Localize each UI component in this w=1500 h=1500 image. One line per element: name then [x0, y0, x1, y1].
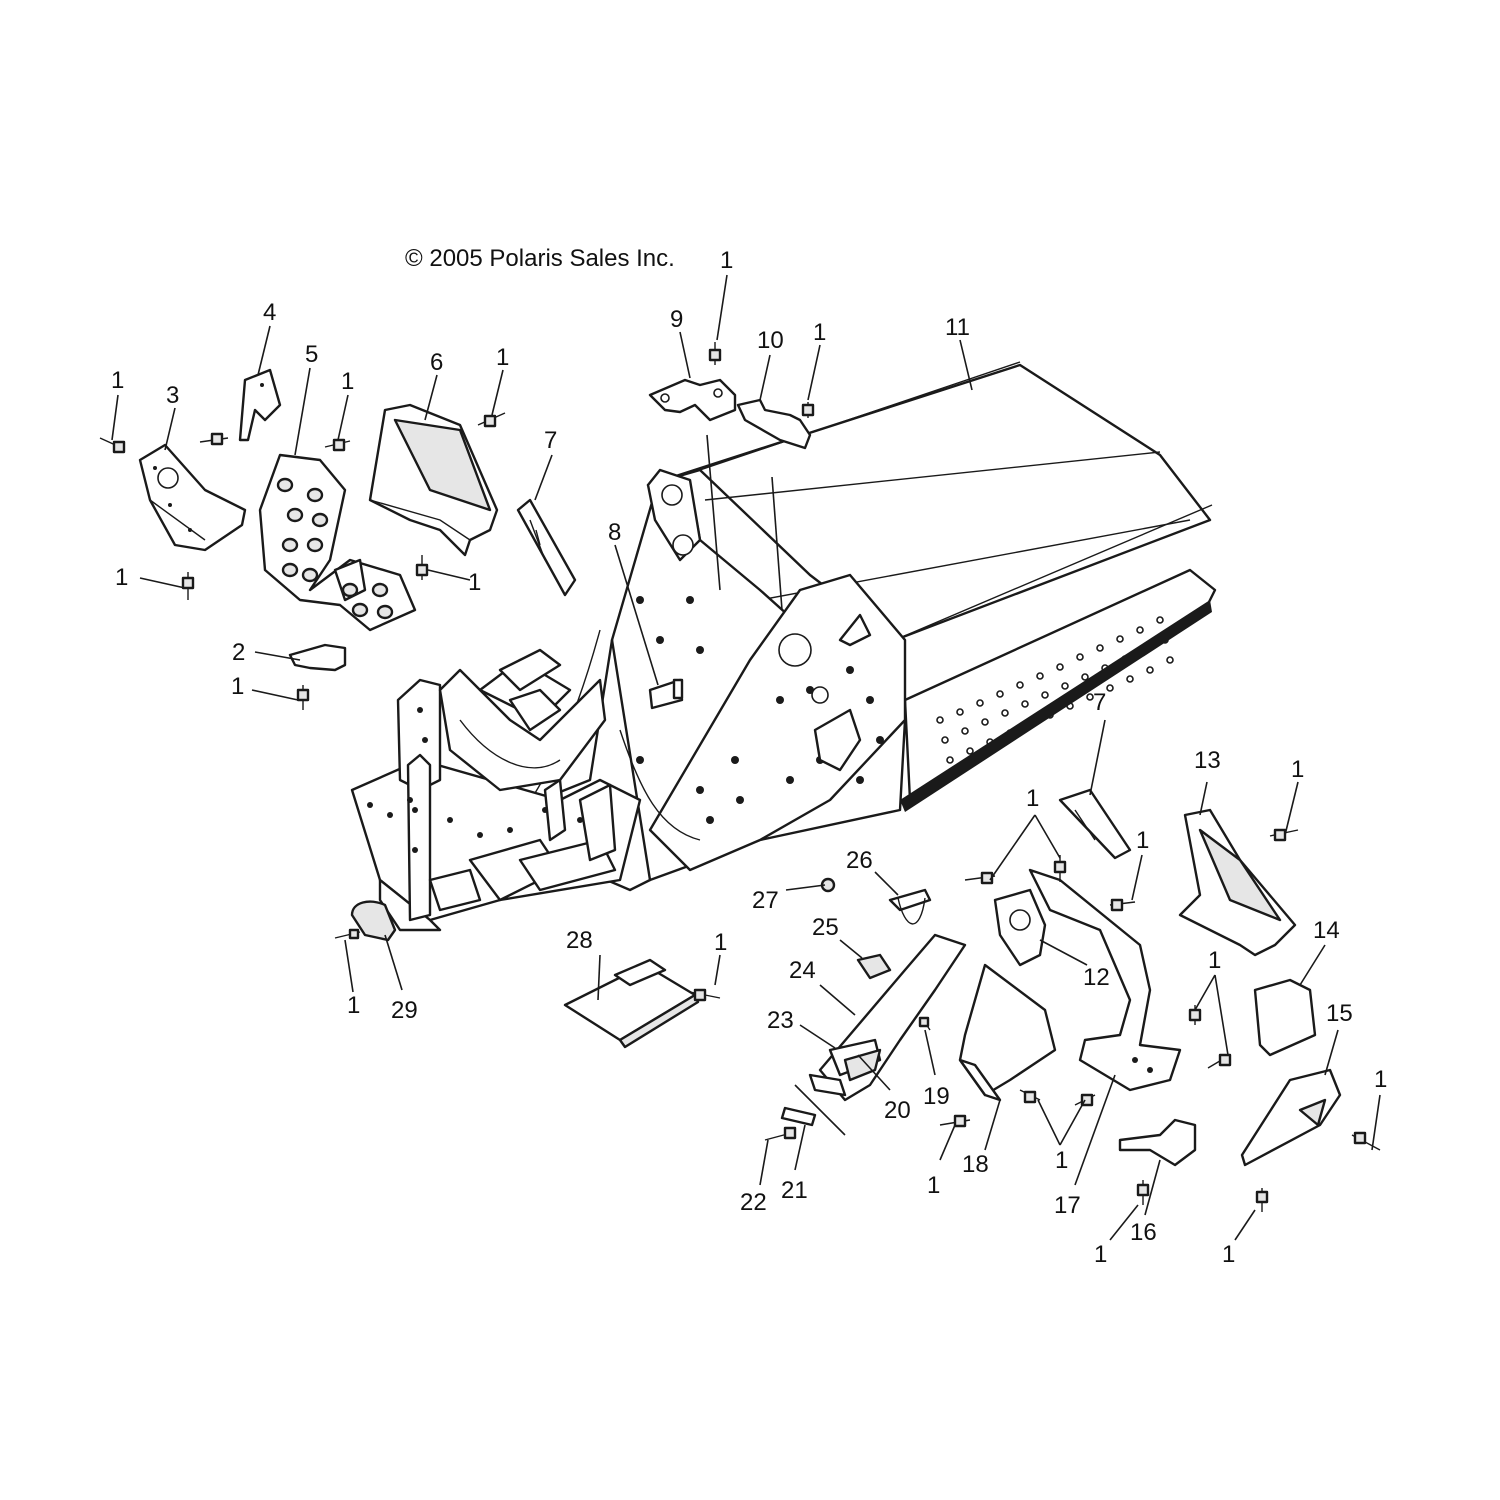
part-7-lower — [1058, 788, 1132, 860]
bulkhead-holes — [636, 596, 884, 824]
callout-27: 27 — [752, 887, 779, 914]
part-14-shield — [1253, 978, 1317, 1057]
callout-19: 19 — [923, 1083, 950, 1110]
part-13-cover — [1178, 808, 1297, 957]
callout-4: 4 — [263, 299, 276, 326]
bolt-8 — [648, 678, 684, 710]
callout-9: 9 — [670, 306, 683, 333]
callout-14: 14 — [1313, 917, 1340, 944]
part-10-bracket — [736, 398, 812, 450]
callout-labels: 1 3 4 5 1 6 1 7 8 9 1 10 1 11 1 1 2 1 1 … — [111, 247, 1387, 1268]
chassis-tunnel — [509, 361, 1217, 892]
callout-1: 1 — [1374, 1066, 1387, 1093]
callout-1: 1 — [1094, 1241, 1107, 1268]
part-26-strap — [888, 888, 932, 925]
part-17-bracket — [1028, 868, 1182, 1092]
part-16-bracket — [1118, 1118, 1197, 1167]
callout-1: 1 — [111, 367, 124, 394]
callout-1: 1 — [714, 929, 727, 956]
callout-1: 1 — [341, 368, 354, 395]
callout-1: 1 — [468, 569, 481, 596]
callout-5: 5 — [305, 341, 318, 368]
callout-1: 1 — [927, 1172, 940, 1199]
callout-1: 1 — [813, 319, 826, 346]
rivets — [99, 342, 1381, 1212]
part-28-plate — [563, 958, 700, 1049]
callout-3: 3 — [166, 382, 179, 409]
copyright-text: © 2005 Polaris Sales Inc. — [405, 245, 675, 272]
part-18-guard — [958, 963, 1057, 1102]
part-29-cap — [350, 900, 397, 942]
part-21-plate — [780, 1106, 817, 1127]
callout-29: 29 — [391, 997, 418, 1024]
callout-23: 23 — [767, 1007, 794, 1034]
callout-16: 16 — [1130, 1219, 1157, 1246]
part-4-bracket — [238, 368, 282, 442]
callout-11: 11 — [945, 314, 970, 341]
part-24-guard — [808, 933, 967, 1102]
callout-1: 1 — [115, 564, 128, 591]
part-9-bracket — [648, 378, 737, 422]
callout-22: 22 — [740, 1189, 767, 1216]
callout-1: 1 — [496, 344, 509, 371]
callout-26: 26 — [846, 847, 873, 874]
callout-24: 24 — [789, 957, 816, 984]
callout-1: 1 — [1291, 756, 1304, 783]
callout-2: 2 — [232, 639, 245, 666]
callout-8: 8 — [608, 519, 621, 546]
callout-1: 1 — [1055, 1147, 1068, 1174]
part-25-clip — [856, 953, 892, 980]
callout-1: 1 — [347, 992, 360, 1019]
callout-1: 1 — [1026, 785, 1039, 812]
callout-20: 20 — [884, 1097, 911, 1124]
callout-28: 28 — [566, 927, 593, 954]
part-12-block — [993, 888, 1047, 967]
front-frame — [350, 648, 642, 932]
part-5-plate — [258, 453, 417, 632]
callout-21: 21 — [781, 1177, 808, 1204]
callout-15: 15 — [1326, 1000, 1353, 1027]
callout-1: 1 — [1222, 1241, 1235, 1268]
part-7-upper — [516, 498, 577, 597]
callout-17: 17 — [1054, 1192, 1081, 1219]
callout-1: 1 — [1136, 827, 1149, 854]
callout-10: 10 — [757, 327, 784, 354]
callout-1: 1 — [720, 247, 733, 274]
callout-12: 12 — [1083, 964, 1110, 991]
callout-25: 25 — [812, 914, 839, 941]
part-15-plate — [1240, 1068, 1342, 1167]
callout-18: 18 — [962, 1151, 989, 1178]
callout-1: 1 — [231, 673, 244, 700]
leader-lines — [111, 274, 1381, 1241]
callout-13: 13 — [1194, 747, 1221, 774]
callout-1: 1 — [1208, 947, 1221, 974]
part-5-holes — [276, 477, 394, 620]
part-3-bracket — [138, 443, 247, 552]
callout-7: 7 — [1093, 689, 1106, 716]
callout-7: 7 — [544, 427, 557, 454]
callout-6: 6 — [430, 349, 443, 376]
part-2-bracket — [288, 643, 347, 672]
part-6-cover — [368, 403, 499, 557]
